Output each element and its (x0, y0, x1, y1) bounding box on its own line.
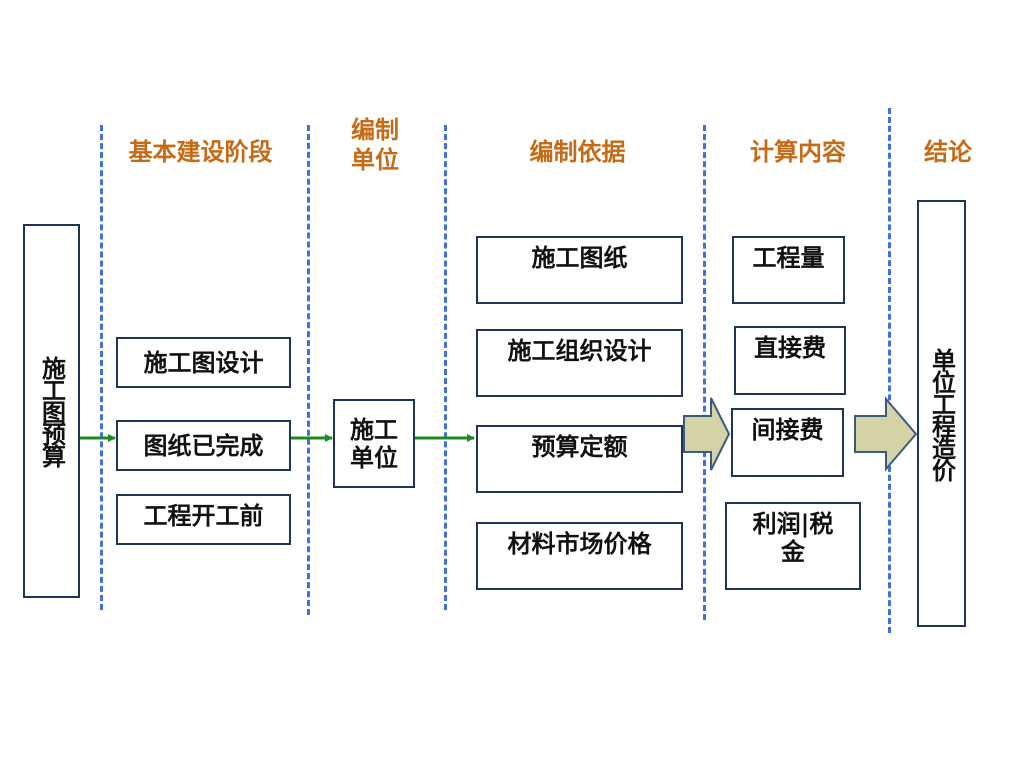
header-basis: 编制依据 (529, 138, 626, 166)
stage-label-drawings-done: 图纸已完成 (143, 431, 264, 460)
stage-label-design: 施工图设计 (143, 348, 264, 377)
content-label-direct-cost: 直接费 (754, 334, 826, 362)
basis-label-quota: 预算定额 (531, 433, 628, 461)
block-arrow-1 (683, 397, 731, 471)
basis-label-drawings: 施工图纸 (531, 244, 628, 272)
unit-project-cost-label: 单位工程造价 (927, 347, 956, 480)
content-box-indirect-cost: 间接费 (731, 408, 844, 477)
header-unit: 编制 单位 (351, 116, 399, 174)
stage-box-design: 施工图设计 (116, 337, 291, 388)
content-label-profit-tax: 利润|税 金 (752, 510, 834, 566)
content-label-indirect-cost: 间接费 (751, 416, 824, 444)
header-conclusion: 结论 (924, 138, 972, 166)
divider-line-1 (100, 125, 103, 610)
content-box-profit-tax: 利润|税 金 (725, 502, 861, 590)
basis-label-org-design: 施工组织设计 (507, 337, 652, 365)
block-arrow-2 (854, 396, 918, 472)
stage-label-before-start: 工程开工前 (143, 502, 264, 530)
unit-project-cost-box: 单位工程造价 (917, 200, 966, 627)
basis-box-drawings: 施工图纸 (476, 236, 683, 304)
stage-box-before-start: 工程开工前 (116, 494, 291, 545)
stage-box-drawings-done: 图纸已完成 (116, 420, 291, 471)
divider-line-5 (888, 108, 891, 633)
content-box-quantity: 工程量 (732, 236, 845, 304)
basis-label-material-price: 材料市场价格 (507, 530, 652, 558)
construction-budget-label: 施工图预算 (37, 356, 66, 466)
divider-line-3 (444, 125, 447, 610)
basis-box-material-price: 材料市场价格 (476, 522, 683, 590)
header-content: 计算内容 (750, 138, 846, 166)
construction-budget-box: 施工图预算 (23, 224, 80, 598)
content-box-direct-cost: 直接费 (734, 326, 846, 395)
divider-line-4 (703, 125, 706, 620)
divider-line-2 (307, 125, 310, 615)
unit-label: 施工 单位 (350, 415, 398, 472)
content-label-quantity: 工程量 (752, 244, 825, 272)
unit-box: 施工 单位 (333, 399, 415, 488)
header-stage: 基本建设阶段 (128, 138, 273, 166)
basis-box-org-design: 施工组织设计 (476, 329, 683, 397)
basis-box-quota: 预算定额 (476, 425, 683, 493)
